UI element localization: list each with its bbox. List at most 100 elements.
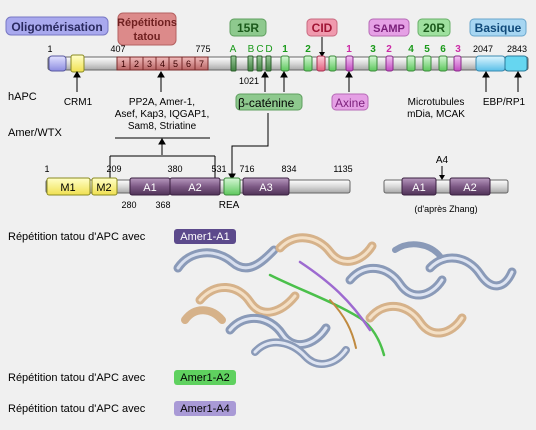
m1-label: M1	[60, 182, 75, 194]
cid-arrow-head	[319, 52, 325, 57]
r15-label-box	[229, 18, 267, 37]
rea-domain	[223, 177, 241, 196]
amer-connectors	[109, 113, 269, 180]
micro-line1: Microtubules	[408, 97, 465, 108]
crm1-text: CRM1	[64, 97, 93, 108]
r20-1	[280, 55, 290, 72]
amer-pos-1: 1	[44, 164, 49, 174]
samp-num-2: 2	[386, 44, 392, 55]
amer-pos-834: 834	[281, 164, 296, 174]
m2-label: M2	[96, 182, 111, 194]
repet-label-line1: Répétitions	[117, 17, 177, 29]
repeat-3-label: 3	[147, 59, 152, 69]
a2-domain	[169, 177, 221, 196]
a3-domain	[242, 177, 290, 196]
repeat-7-box	[194, 56, 209, 71]
amer-pos-531: 531	[211, 164, 226, 174]
repeat-6-label: 6	[186, 59, 191, 69]
r20-4	[406, 55, 416, 72]
r20-6	[438, 55, 448, 72]
rea-label: REA	[219, 200, 240, 211]
apc-pos-2843: 2843	[507, 44, 527, 54]
samp-num-1: 1	[346, 44, 352, 55]
repeat-5-label: 5	[173, 59, 178, 69]
caption-2-prefix: Répétition tatou d'APC avec	[8, 372, 146, 384]
caption-1-tag-box	[174, 229, 236, 244]
betacat-part1: β-cat	[238, 96, 266, 110]
caption-1-tag: Amer1-A1	[180, 231, 230, 243]
oligo-domain	[48, 55, 67, 72]
oligo-label-box	[5, 16, 109, 36]
cid-label-box	[306, 18, 338, 37]
axine-text: Axine	[335, 96, 365, 110]
repeat-4-label: 4	[160, 59, 165, 69]
partners-line2: Asef, Kap3, IQGAP1,	[115, 109, 210, 120]
amer-pos-1135: 1135	[333, 164, 352, 174]
a4-arrow-head	[439, 175, 445, 180]
r15-a	[230, 55, 237, 72]
samp-label: SAMP	[373, 23, 405, 35]
amer-pos-209: 209	[106, 164, 121, 174]
caption-1-prefix: Répétition tatou d'APC avec	[8, 231, 146, 243]
repet-label-line2: tatou	[134, 31, 161, 43]
r20-num-2: 2	[305, 44, 311, 55]
r20-num-6: 6	[440, 44, 446, 55]
r15-letter-b: B	[248, 44, 255, 55]
amerwtx-label: Amer/WTX	[8, 127, 62, 139]
r20-num-3: 3	[370, 44, 376, 55]
repeat-2-label: 2	[134, 59, 139, 69]
r20-label-box	[417, 18, 451, 37]
hapc-label: hAPC	[8, 91, 37, 103]
caption-3-tag: Amer1-A4	[180, 403, 230, 415]
betacat-part2: énine	[265, 96, 295, 110]
r15-letter-c: C	[256, 44, 263, 55]
a2-label: A2	[188, 182, 201, 194]
amer-pos-380: 380	[167, 164, 182, 174]
samp-2	[385, 55, 394, 72]
apc-pos-775: 775	[195, 44, 210, 54]
m2-domain	[91, 177, 118, 196]
interaction-arrows	[73, 71, 522, 92]
repeat-1-label: 1	[121, 59, 126, 69]
samp-3	[453, 55, 462, 72]
r20-2	[303, 55, 313, 72]
micro-line2: mDia, MCAK	[407, 109, 465, 120]
caption-3-tag-box	[174, 401, 236, 416]
protein-structure-illustration	[173, 233, 517, 368]
samp-num-3: 3	[455, 44, 461, 55]
r15-letter-a: A	[230, 44, 237, 55]
apc-pos-407: 407	[110, 44, 125, 54]
basique-label-box	[469, 18, 527, 37]
oligo-label: Oligomérisation	[11, 20, 102, 34]
armadillo-repeats: 1 2 3 4 5 6 7	[116, 56, 209, 71]
zhang-a1-label: A1	[412, 182, 425, 194]
basique-domain	[475, 55, 506, 72]
r20-label: 20R	[423, 21, 445, 35]
ebp-text: EBP/RP1	[483, 97, 526, 108]
partners-line1: PP2A, Amer-1,	[129, 97, 195, 108]
r20-2b	[328, 55, 337, 72]
a1-label: A1	[143, 182, 156, 194]
caption-2-tag: Amer1-A2	[180, 372, 230, 384]
r20-3	[368, 55, 378, 72]
caption-2-tag-box	[174, 370, 236, 385]
amer-pos-716: 716	[239, 164, 254, 174]
r15-letter-d: D	[265, 44, 272, 55]
r15-b	[247, 55, 254, 72]
samp-1	[345, 55, 354, 72]
apc-pos-1: 1	[47, 44, 52, 54]
r20-num-1: 1	[282, 44, 288, 55]
betacat-box	[235, 93, 303, 111]
zhang-caption: (d'après Zhang)	[414, 204, 477, 214]
cid-label: CID	[312, 21, 333, 35]
betacat-text: β-caténine	[238, 96, 295, 110]
amer-pos-368: 368	[155, 200, 170, 210]
caption-3-prefix: Répétition tatou d'APC avec	[8, 403, 146, 415]
axine-box	[331, 93, 369, 111]
a4-label: A4	[436, 155, 449, 166]
cid-domain	[316, 55, 326, 72]
r20-num-5: 5	[424, 44, 430, 55]
ebp-domain	[504, 55, 528, 72]
